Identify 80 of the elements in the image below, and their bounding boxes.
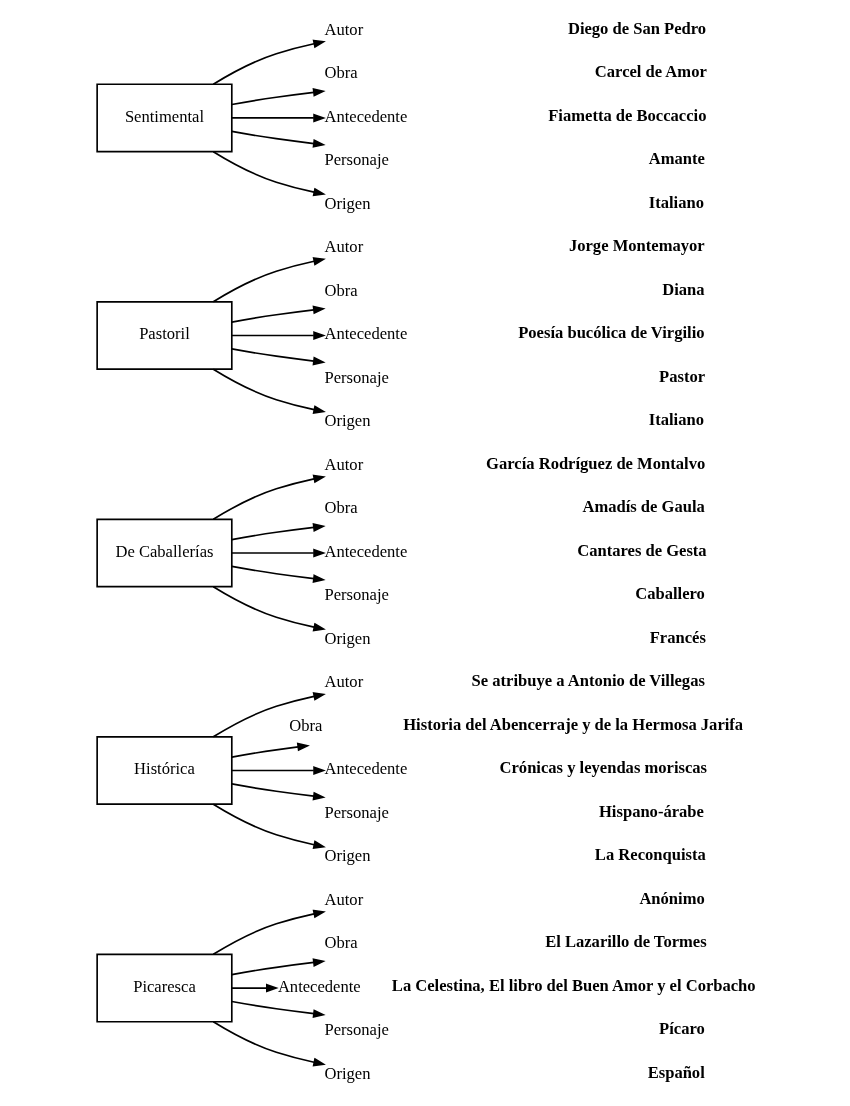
arrow xyxy=(230,113,326,123)
node-box: De Caballerías xyxy=(95,518,233,588)
node-label: Pícaro xyxy=(658,1019,705,1039)
node-text: Autor xyxy=(324,454,363,474)
node-label: Carcel de Amor xyxy=(594,62,707,82)
node-label: Caballero xyxy=(634,584,705,604)
node-text: Autor xyxy=(324,672,363,692)
node-label: Francés xyxy=(649,627,706,647)
node-box: Sentimental xyxy=(95,83,233,153)
node-text: Origen xyxy=(324,411,371,431)
node-text: Personaje xyxy=(324,802,389,822)
node-label: Amante xyxy=(648,149,705,169)
arrow xyxy=(212,585,326,632)
node-label: Historia del Abencerraje y de la Hermosa Jarifa xyxy=(402,714,743,734)
node-label: La Celestina, El libro del Buen Amor y el Corbacho xyxy=(391,975,756,995)
arrow xyxy=(212,803,326,849)
arrow xyxy=(230,565,326,583)
node-text: Antecedente xyxy=(277,976,361,996)
node-text: Personaje xyxy=(324,367,389,387)
arrow xyxy=(230,548,326,558)
node-text: Antecedente xyxy=(324,541,407,561)
node-label: Fiametta de Boccaccio xyxy=(547,105,706,125)
arrow xyxy=(230,766,326,775)
arrow xyxy=(212,150,326,197)
node-label: Poesía bucólica de Virgilio xyxy=(517,323,705,343)
node-text: Antecedente xyxy=(324,324,407,344)
arrow xyxy=(230,305,326,323)
node-text: Obra xyxy=(324,498,358,518)
arrow xyxy=(212,474,326,521)
node-box: Pastoril xyxy=(95,301,233,370)
node-label: Diego de San Pedro xyxy=(567,18,706,38)
node-text: Personaje xyxy=(324,150,389,170)
node-box: Picaresca xyxy=(95,953,233,1023)
node-label: Jorge Montemayor xyxy=(568,236,705,256)
node-text: Obra xyxy=(288,715,322,735)
node-text: Autor xyxy=(324,237,363,257)
arrow xyxy=(230,742,310,758)
arrow xyxy=(230,348,326,366)
node-label: Amadís de Gaula xyxy=(581,497,705,517)
arrow xyxy=(212,368,326,414)
arrow xyxy=(212,909,326,956)
node-label: Anónimo xyxy=(638,888,705,908)
node-label: Cantares de Gesta xyxy=(576,540,707,560)
arrow xyxy=(230,983,279,993)
node-text: Antecedente xyxy=(324,759,407,779)
node-text: Origen xyxy=(324,1063,371,1083)
arrow xyxy=(230,331,326,340)
node-box: Histórica xyxy=(95,736,233,806)
arrow xyxy=(230,783,326,801)
node-text: Origen xyxy=(324,628,371,648)
node-label: La Reconquista xyxy=(594,845,706,865)
arrow xyxy=(212,1020,326,1067)
node-label: Italiano xyxy=(648,192,704,212)
node-text: Autor xyxy=(324,19,363,39)
arrow xyxy=(212,257,326,303)
arrow xyxy=(212,39,326,86)
node-text: Autor xyxy=(324,889,363,909)
node-text: Obra xyxy=(324,63,358,83)
node-text: Obra xyxy=(324,933,358,953)
arrow xyxy=(230,88,326,106)
node-label: García Rodríguez de Montalvo xyxy=(485,453,705,473)
node-label: Español xyxy=(647,1062,705,1082)
arrow xyxy=(230,958,326,976)
arrow xyxy=(230,523,326,541)
node-text: Personaje xyxy=(324,585,389,605)
node-text: Antecedente xyxy=(324,106,407,126)
node-text: Origen xyxy=(324,846,371,866)
node-label: Se atribuye a Antonio de Villegas xyxy=(471,671,705,691)
node-text: Origen xyxy=(324,193,371,213)
arrow xyxy=(212,692,326,738)
node-label: El Lazarillo de Tormes xyxy=(544,932,707,952)
node-label: Italiano xyxy=(648,410,704,430)
arrow xyxy=(230,130,326,148)
node-text: Personaje xyxy=(324,1020,389,1040)
node-label: Hispano-árabe xyxy=(598,801,704,821)
node-label: Crónicas y leyendas moriscas xyxy=(499,758,707,778)
arrow xyxy=(230,1000,326,1018)
node-label: Diana xyxy=(661,279,705,299)
node-label: Pastor xyxy=(658,366,705,386)
node-text: Obra xyxy=(324,280,358,300)
